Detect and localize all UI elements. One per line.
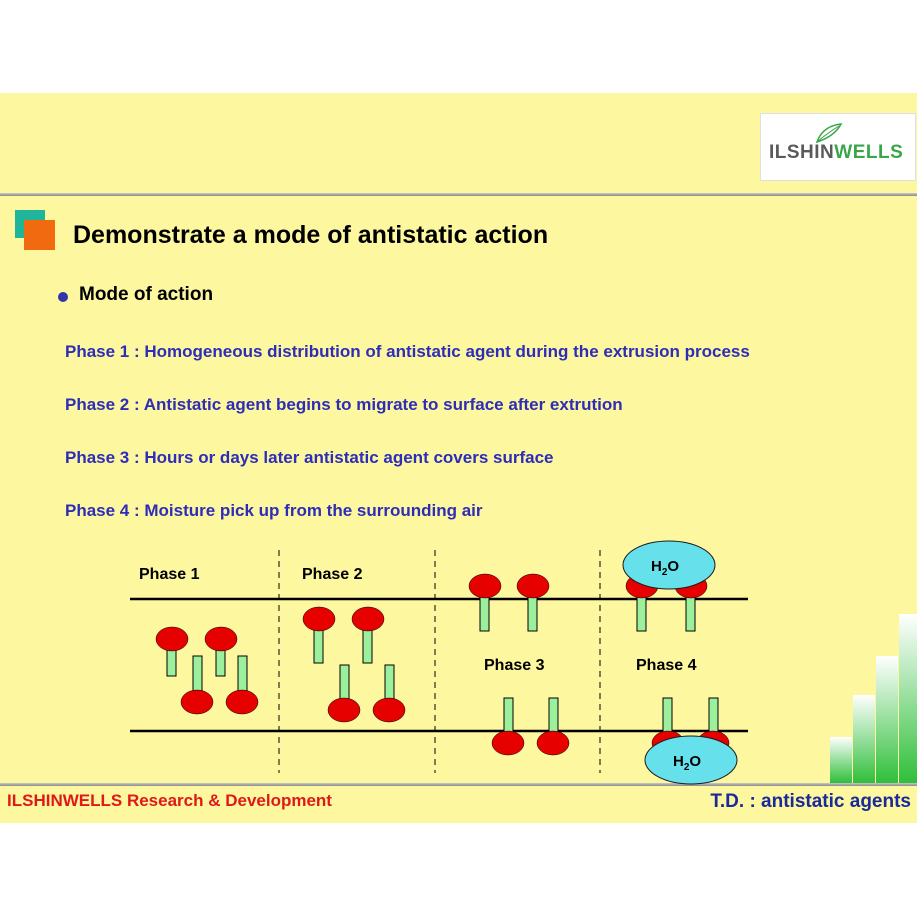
molecule-head-up — [155, 626, 189, 677]
leaf-icon — [815, 123, 843, 144]
water-formula: H2O — [651, 558, 679, 578]
phase-description-4: Phase 4 : Moisture pick up from the surr… — [65, 501, 483, 520]
decorative-bar — [853, 695, 875, 783]
diagram-label-phase-4: Phase 4 — [636, 657, 697, 674]
diagram-label-phase-3: Phase 3 — [484, 657, 545, 674]
molecule-surface-top — [516, 573, 550, 632]
water-formula: H2O — [673, 753, 701, 773]
decorative-bar — [876, 656, 898, 783]
molecule-head-down — [327, 664, 361, 723]
logo-wordmark: ILSHINWELLS — [769, 142, 903, 164]
header-divider — [0, 193, 917, 196]
diagram-label-phase-1: Phase 1 — [139, 566, 200, 583]
slide: ILSHINWELLS Demonstrate a mode of antist… — [0, 93, 917, 823]
antistatic-diagram: Phase 1 Phase 2 Phase 3 Phase 4 — [130, 540, 748, 785]
phase-description-2: Phase 2 : Antistatic agent begins to mig… — [65, 395, 623, 414]
molecule-head-up — [204, 626, 238, 677]
water-bubble-bottom: H2O — [644, 735, 738, 785]
molecule-surface-bottom — [491, 697, 525, 756]
footer-company: ILSHINWELLS Research & Development — [7, 791, 332, 810]
footer-divider — [0, 783, 917, 786]
molecule-head-up — [302, 606, 336, 664]
bullet-icon — [58, 292, 68, 302]
company-logo: ILSHINWELLS — [760, 113, 916, 181]
diagram-label-phase-2: Phase 2 — [302, 566, 363, 583]
slide-title: Demonstrate a mode of antistatic action — [73, 221, 549, 249]
phase-description-3: Phase 3 : Hours or days later antistatic… — [65, 448, 554, 467]
molecule-surface-top — [468, 573, 502, 632]
logo-part-2: WELLS — [834, 142, 904, 163]
molecule-surface-bottom — [536, 697, 570, 756]
molecule-head-down — [225, 655, 259, 715]
decorative-bars — [830, 614, 917, 783]
decorative-bar — [830, 737, 852, 783]
footer-topic: T.D. : antistatic agents — [710, 791, 911, 812]
molecule-head-down — [372, 664, 406, 723]
molecule-head-up — [351, 606, 385, 664]
molecule-head-down — [180, 655, 214, 715]
decorative-bar — [899, 614, 917, 783]
logo-part-1: ILSHIN — [769, 142, 835, 163]
title-marker-front — [24, 220, 55, 250]
phase-description-1: Phase 1 : Homogeneous distribution of an… — [65, 342, 750, 361]
water-bubble-top: H2O — [622, 540, 716, 590]
bullet-heading: Mode of action — [79, 284, 214, 305]
